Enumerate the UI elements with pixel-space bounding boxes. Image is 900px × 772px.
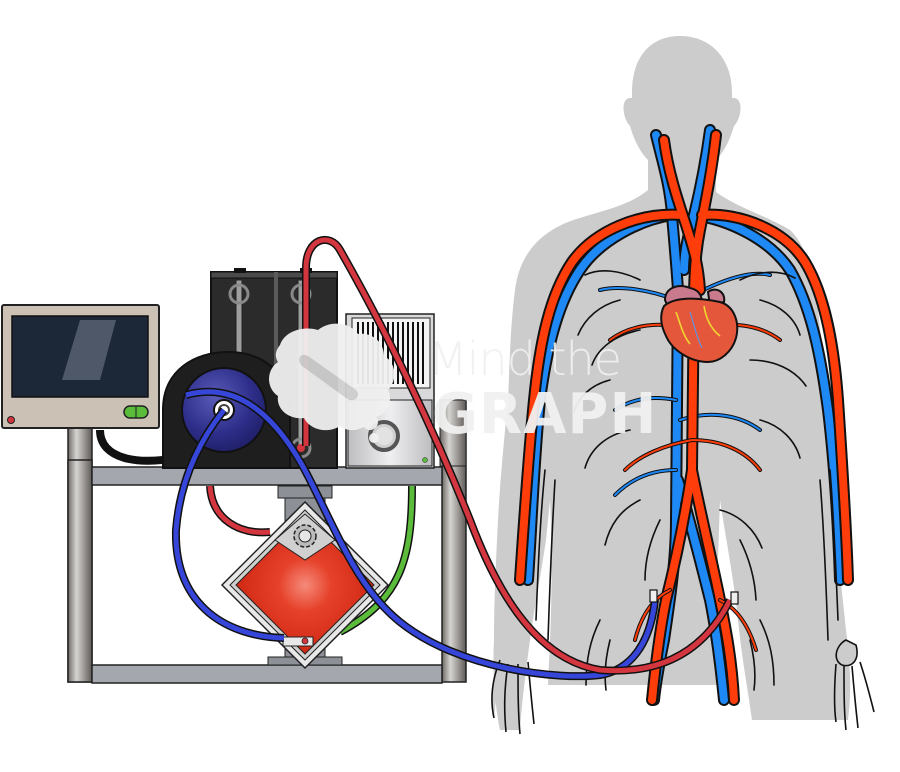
watermark-logo-icon	[269, 323, 395, 443]
bottom-shelf	[91, 664, 443, 684]
capillaries	[535, 270, 839, 691]
left-hand	[491, 659, 535, 735]
venous-cannula-tip	[649, 589, 658, 603]
heater-indicator-led	[422, 457, 428, 463]
heart	[660, 285, 739, 364]
heart-ventricles	[660, 297, 739, 364]
human-body	[491, 36, 875, 735]
right-hand	[833, 639, 875, 731]
centrifugal-pump	[162, 350, 291, 469]
arterial-cannula-tip	[730, 591, 739, 605]
monitor	[1, 304, 160, 429]
monitor-power-button	[123, 405, 149, 419]
power-led	[7, 416, 15, 424]
top-shelf	[91, 466, 443, 486]
gear-icon	[293, 524, 317, 548]
frame-pole-left	[67, 459, 93, 683]
